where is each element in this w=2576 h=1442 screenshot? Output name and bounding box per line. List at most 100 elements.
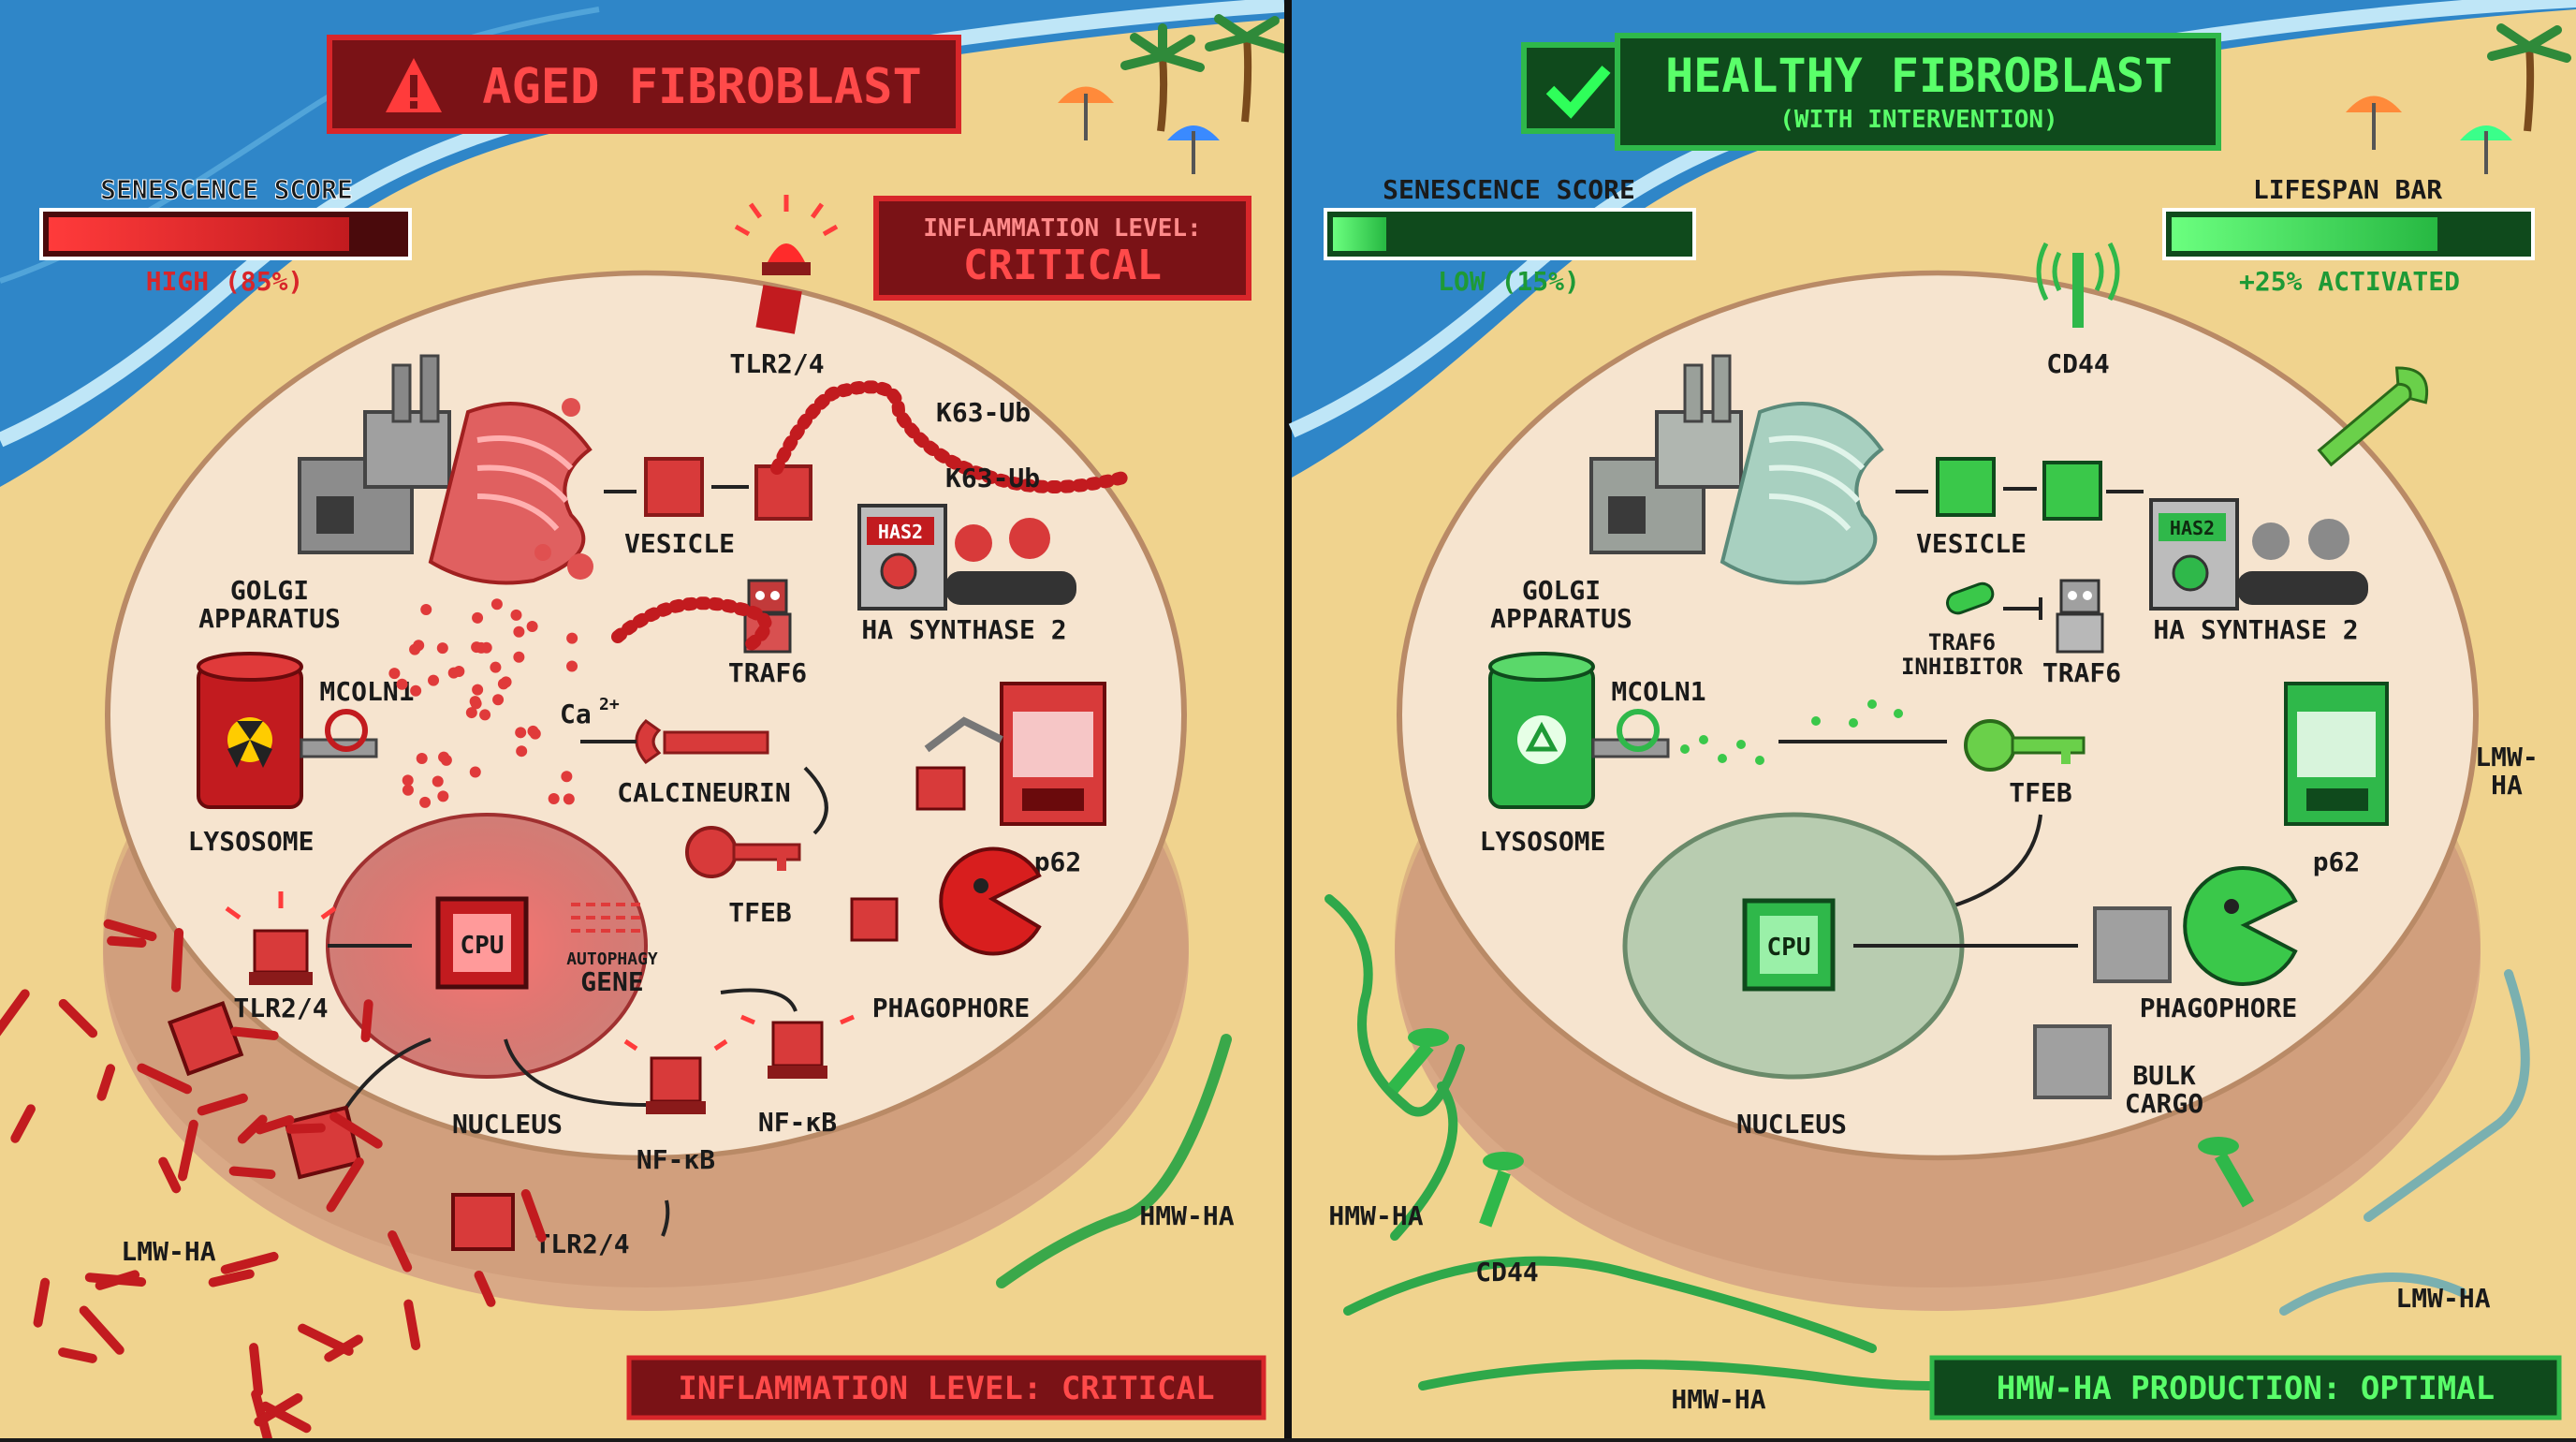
surf-line <box>0 0 1285 448</box>
umbrella-icon <box>2460 125 2512 174</box>
cd44-top-label: CD44 <box>2046 348 2109 379</box>
lmw-ha-fragment <box>58 1347 97 1363</box>
calcium-ion <box>402 774 414 787</box>
umbrella-icon <box>2346 96 2402 150</box>
lmw-ha-fragment <box>237 1114 268 1144</box>
calcium-ion <box>490 598 503 611</box>
cpu-icon: CPU <box>435 896 529 990</box>
valve-icon <box>300 709 378 758</box>
barrel-icon <box>197 652 303 809</box>
vesicle-label: VESICLE <box>1916 528 2027 559</box>
antenna-icon <box>2036 242 2120 328</box>
lmw-ha-fragment <box>208 1269 255 1288</box>
lmw-ha-fragment <box>158 1156 182 1194</box>
senescence-bar-fill <box>49 217 349 251</box>
calcium-ion <box>416 753 428 765</box>
hmw-ha-label: HMW-HA <box>1139 1200 1234 1231</box>
cd44-bottom-label: CD44 <box>1475 1257 1538 1288</box>
lysosome-label: LYSOSOME <box>1480 826 1606 857</box>
lmw-ha-fragment <box>58 998 98 1038</box>
tlr-bottom-label: TLR2/4 <box>534 1229 629 1259</box>
traf6-label: TRAF6 <box>2042 657 2121 688</box>
calcium-ion <box>516 745 528 758</box>
golgi-label-1: GOLGI <box>1522 575 1601 606</box>
lmw-ha-fragment <box>79 1305 124 1355</box>
healthy-panel: HEALTHY FIBROBLAST (WITH INTERVENTION) S… <box>1288 0 2576 1438</box>
has2-machine: HAS2 <box>2149 498 2368 611</box>
lifespan-bar-fill <box>2172 217 2437 251</box>
siren-icon <box>734 195 839 334</box>
p62-label: p62 <box>2313 846 2361 877</box>
tlr-receptor <box>451 1193 515 1251</box>
bottom-banner <box>626 1355 1266 1420</box>
lmw-ha-top-label-1: LMW- <box>2475 742 2538 772</box>
umbrella-icon <box>1058 86 1114 140</box>
calcium-ion <box>469 696 481 708</box>
golgi-label-2: APPARATUS <box>198 603 341 634</box>
lmw-ha-fragment <box>103 919 157 942</box>
pill-icon <box>1946 581 1995 615</box>
calcium-ion <box>492 694 505 706</box>
bottom-banner-text: INFLAMMATION LEVEL: CRITICAL <box>678 1370 1214 1407</box>
lmw-ha-fragment <box>197 1093 248 1116</box>
calcium-ion <box>419 796 432 808</box>
vesicle-label: VESICLE <box>624 528 735 559</box>
lmw-ha-fragment <box>0 989 30 1037</box>
lysosome-label: LYSOSOME <box>188 826 315 857</box>
checkmark-icon <box>1545 66 1611 119</box>
calcium-ion <box>479 709 491 721</box>
calcium-ion <box>561 771 573 783</box>
nfkb-label-a: NF-κB <box>637 1144 715 1175</box>
key-icon <box>1964 719 2086 772</box>
calcium-ion <box>472 684 484 696</box>
lmw-ha-fragment <box>33 1277 51 1328</box>
nucleus-label: NUCLEUS <box>452 1109 563 1140</box>
siren-icon <box>623 1038 728 1114</box>
lmw-ha-fragment <box>329 1111 383 1149</box>
nfkb-label-b: NF-κB <box>758 1107 837 1138</box>
hmw-ha-bottom-label: HMW-HA <box>1671 1384 1765 1415</box>
key-icon <box>685 826 801 878</box>
has2-machine: HAS2 <box>857 504 1076 611</box>
wrench-icon <box>635 719 769 765</box>
calcium-ion <box>526 621 538 633</box>
hmw-ha-strand <box>996 1034 1232 1288</box>
calcium-ion <box>513 651 525 663</box>
cube-icon <box>2093 906 2172 983</box>
lmw-ha-fragment <box>177 1119 198 1182</box>
golgi-label-2: APPARATUS <box>1490 603 1632 634</box>
lmw-ha-fragment <box>107 935 147 949</box>
cpu-icon: CPU <box>1742 898 1836 992</box>
ca-sup-label: 2+ <box>599 695 620 714</box>
lmw-ha-fragment <box>474 1270 496 1307</box>
bottom-banner-text: HMW-HA PRODUCTION: OPTIMAL <box>1997 1370 2495 1407</box>
palm-tree-icon <box>1205 14 1289 123</box>
lmw-ha-fragment <box>260 1401 312 1434</box>
mcoln1-label: MCOLN1 <box>1611 676 1705 707</box>
traf6-inhibitor-label-2: INHIBITOR <box>1901 654 2024 680</box>
lmw-ha-fragment <box>326 1156 364 1213</box>
ha-synthase-label: HA SYNTHASE 2 <box>2153 614 2358 645</box>
senescence-bar-fill <box>1333 217 1386 251</box>
lmw-ha-strand <box>2364 969 2530 1222</box>
warning-icon <box>386 58 442 112</box>
aged-title: AGED FIBROBLAST <box>482 59 922 115</box>
bulk-cargo-label-1: BULK <box>2132 1060 2196 1091</box>
cpu-label: CPU <box>1767 934 1811 962</box>
phagophore-label: PHAGOPHORE <box>872 993 1031 1023</box>
healthy-title: HEALTHY FIBROBLAST <box>1665 49 2173 103</box>
calcium-ion <box>563 793 575 805</box>
cube-icon <box>644 457 704 517</box>
lmw-ha-fragment <box>249 1343 264 1397</box>
hmw-ha-strand <box>1325 894 1465 1117</box>
lmw-ha-fragment <box>220 1251 279 1274</box>
inflammation-box: INFLAMMATION LEVEL: CRITICAL <box>873 196 1251 301</box>
calcium-ion <box>437 790 449 802</box>
has2-label: HAS2 <box>2170 517 2215 539</box>
autophagy-label-2: GENE <box>580 966 643 997</box>
ha-synthase-label: HA SYNTHASE 2 <box>861 614 1066 645</box>
calcium-ion <box>513 625 525 638</box>
senescence-label: SENESCENCE SCORE <box>1383 174 1635 205</box>
cpu-label: CPU <box>461 932 505 960</box>
